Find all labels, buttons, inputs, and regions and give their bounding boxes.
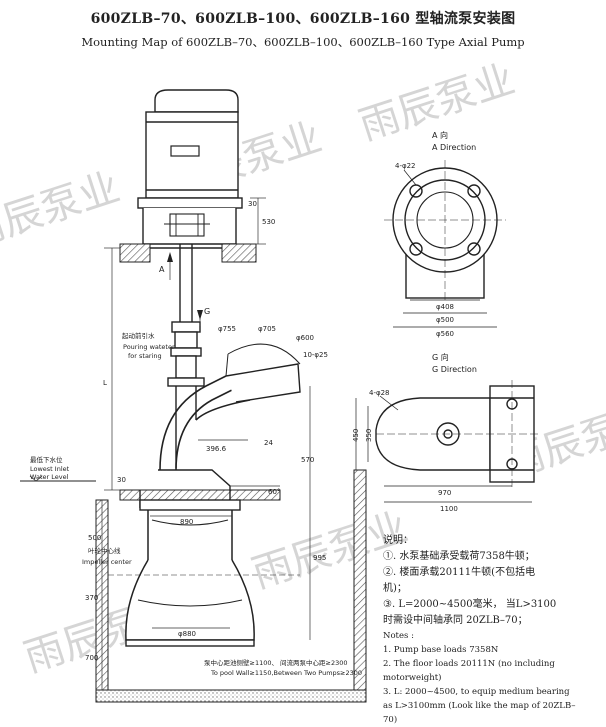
pit-floor	[95, 689, 367, 703]
notes-en-heading: Notes :	[383, 631, 414, 641]
dim-700: 700	[85, 654, 98, 662]
label-pouring-en-1: Pouring wateter	[123, 343, 175, 351]
motor-base-flange	[137, 197, 243, 209]
a-direction-view: A 向 A Direction 4-φ22 φ408 φ500 φ560	[384, 130, 506, 338]
dim-phi560: φ560	[436, 330, 454, 338]
title-chinese: 600ZLB–70、600ZLB–100、600ZLB–160 型轴流泵安装图	[90, 11, 516, 27]
motor-body	[145, 111, 239, 199]
note-en-6: 70)	[383, 715, 398, 725]
note-en-4: 3. L: 2000~4500, to equip medium bearing	[383, 687, 570, 697]
note-zh-5: 时需设中间轴承同 20ZLB–70；	[383, 615, 528, 626]
view-marker-a: A	[159, 265, 165, 274]
dim-60-deg: 60°	[268, 488, 280, 496]
dim-L: L	[103, 379, 107, 387]
g-direction-view: G 向 G Direction 4-φ28 450 350 970 1100	[352, 352, 540, 513]
dim-1100: 1100	[440, 505, 458, 513]
pit-wall-right	[353, 469, 367, 691]
note-en-5: as L>3100mm (Look like the map of 20ZLB–	[383, 701, 576, 711]
dim-phi880: φ880	[178, 630, 196, 638]
a-view-title-en: A Direction	[432, 143, 476, 152]
floor-slab-right	[221, 243, 257, 263]
dim-phi408: φ408	[436, 303, 454, 311]
main-view-text: 530 30 L A G 起动前引水 Pouring wateter for s…	[30, 200, 362, 677]
note-en-1: 1. Pump base loads 7358N	[383, 645, 499, 655]
dim-phi705: φ705	[258, 325, 276, 333]
label-lowest-en-2: Water Level	[30, 473, 69, 481]
view-marker-g: G	[204, 307, 210, 316]
label-pouring-en-2: for staring	[128, 352, 162, 360]
g-view-title-zh: G 向	[432, 352, 449, 362]
dim-30-top: 30	[248, 200, 257, 208]
note-zh-3: 机)；	[383, 583, 407, 594]
dim-30-mid: 30	[117, 476, 126, 484]
note-zh-2: ②. 楼面承载20111牛顿(不包括电	[383, 567, 536, 578]
dim-890: 890	[180, 518, 193, 526]
pump-side-view	[20, 89, 367, 703]
installation-drawing: 雨辰泵业 雨辰泵业 雨辰泵业 雨辰泵业 雨辰泵业 雨辰泵业	[0, 56, 606, 703]
dim-4-phi22: 4-φ22	[395, 162, 416, 170]
note-zh-4: ③. L=2000~4500毫米， 当L>3100	[383, 599, 557, 610]
dim-450: 450	[352, 429, 360, 442]
dim-570: 570	[301, 456, 314, 464]
label-pouring-zh: 起动前引水	[122, 331, 155, 340]
main-dimension-lines	[101, 197, 311, 690]
discharge-flange	[225, 363, 301, 403]
motor-stand	[142, 208, 237, 245]
dim-phi755: φ755	[218, 325, 236, 333]
label-impeller-zh: 叶轮中心线	[88, 546, 121, 555]
motor-top-cap	[154, 89, 239, 113]
notes-block: 说明： ①. 水泵基础承受载荷7358牛顿； ②. 楼面承载20111牛顿(不包…	[383, 533, 575, 727]
label-impeller-en: Impeller center	[82, 558, 132, 566]
dim-24: 24	[264, 439, 273, 447]
a-view-title-zh: A 向	[432, 130, 448, 140]
g-view-title-en: G Direction	[432, 365, 477, 374]
dim-10-phi25: 10-φ25	[303, 351, 328, 359]
label-wall-zh: 泵中心距池侧壁≥1100、 间流两泵中心距≥2300	[204, 658, 348, 667]
label-lowest-en-1: Lowest Inlet	[30, 465, 70, 473]
motor-nameplate	[170, 145, 200, 157]
floor-slab-left	[119, 243, 151, 263]
coupling	[169, 213, 205, 237]
dim-995: 995	[313, 554, 326, 562]
watermark-2: 雨辰泵业	[0, 164, 125, 257]
note-en-2: 2. The floor loads 20111N (no including	[383, 659, 555, 669]
notes-heading: 说明：	[383, 535, 413, 546]
dim-phi500: φ500	[436, 316, 454, 324]
dim-530: 530	[262, 218, 275, 226]
label-lowest-zh: 最低下水位	[30, 455, 63, 464]
dim-phi600: φ600	[296, 334, 314, 342]
pump-floor-slab	[119, 489, 281, 501]
dim-350: 350	[365, 429, 373, 442]
title-english: Mounting Map of 600ZLB–70、600ZLB–100、600…	[81, 35, 525, 49]
dim-370: 370	[85, 594, 98, 602]
label-wall-en: To pool Wall≥1150,Between Two Pumps≥2300	[210, 669, 362, 677]
view-arrows	[167, 252, 203, 320]
note-zh-1: ①. 水泵基础承受载荷7358牛顿；	[383, 551, 535, 562]
dim-396-6: 396.6	[206, 445, 227, 453]
dim-500: 500	[88, 534, 101, 542]
dim-4-phi28: 4-φ28	[369, 389, 390, 397]
dim-970: 970	[438, 489, 451, 497]
note-en-3: motorweight)	[383, 673, 442, 683]
